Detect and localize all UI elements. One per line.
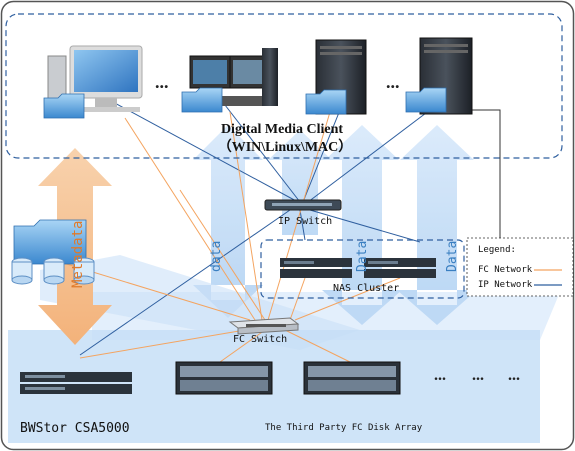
client-group-border xyxy=(5,13,563,159)
storage-ellipsis-1: ... xyxy=(434,367,446,384)
folder-icon xyxy=(305,89,347,115)
client-workstation-2 xyxy=(189,48,278,106)
client-ellipsis-2: ... xyxy=(386,72,400,92)
legend-ip-label: IP Network xyxy=(478,280,533,290)
legend-fc-label: FC Network xyxy=(478,265,533,275)
bwstor-label: BWStor CSA5000 xyxy=(20,421,130,436)
storage-ellipsis-3: ... xyxy=(508,367,520,384)
fc-disk-array-1 xyxy=(175,361,273,395)
blue-flow-arrows xyxy=(40,125,560,350)
third-party-array-label: The Third Party FC Disk Array xyxy=(265,423,423,433)
client-ellipsis-1: ... xyxy=(155,72,169,92)
client-os-subtitle: （WIN\Linux\MAC） xyxy=(218,139,353,155)
fc-switch-label: FC Switch xyxy=(233,334,287,345)
ip-switch xyxy=(264,199,342,211)
metadata-flow-label: Metadata xyxy=(70,221,86,288)
folder-icon xyxy=(181,87,223,113)
fc-disk-array-2 xyxy=(303,361,401,395)
data-flow-label-1: data xyxy=(209,241,224,272)
client-title: Digital Media Client xyxy=(221,122,343,137)
data-flow-label-3: Data xyxy=(445,241,460,272)
storage-ellipsis-2: ... xyxy=(472,367,484,384)
nas-cluster-border xyxy=(260,239,465,299)
bwstor-appliance xyxy=(20,372,132,394)
database-icon xyxy=(11,257,95,285)
folder-icon xyxy=(405,87,447,113)
legend-title: Legend: xyxy=(478,245,516,255)
fc-switch xyxy=(228,317,300,335)
nas-cluster-label: NAS Cluster xyxy=(333,283,399,294)
legend: Legend: FC Network IP Network xyxy=(466,237,574,297)
folder-icon xyxy=(43,93,85,119)
nas-device-2 xyxy=(364,258,436,278)
nas-device-1 xyxy=(280,258,352,278)
data-flow-label-2: Data xyxy=(355,241,370,272)
ip-switch-label: IP Switch xyxy=(278,216,332,227)
